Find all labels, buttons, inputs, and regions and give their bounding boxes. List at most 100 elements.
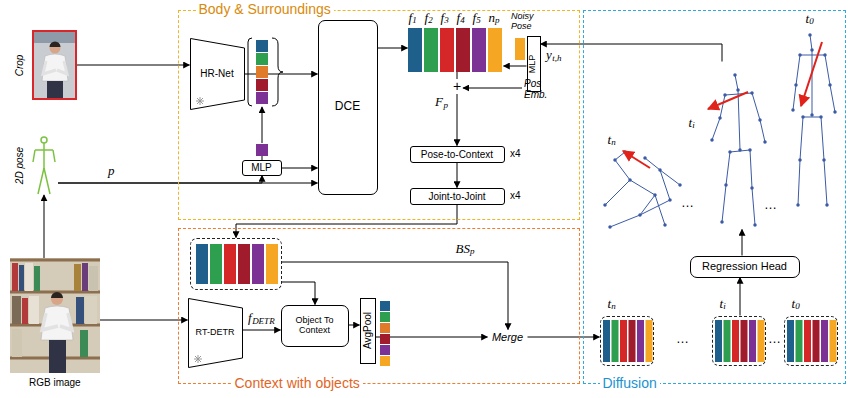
- token: [472, 28, 486, 72]
- node-label: n: [489, 11, 496, 25]
- annotation-label: t,h: [552, 54, 561, 64]
- connector: [740, 278, 741, 316]
- connector: [378, 48, 408, 49]
- node-label: 3: [444, 16, 449, 26]
- pose-skeleton: t0: [780, 26, 840, 210]
- book: [85, 296, 97, 324]
- bracket: [272, 38, 283, 106]
- annotation-label: …: [764, 198, 777, 212]
- token: [732, 320, 739, 362]
- token: [715, 320, 722, 362]
- annotation-label: f: [248, 311, 252, 325]
- pose-head: [41, 137, 47, 143]
- connector: [77, 65, 190, 66]
- token: [813, 320, 820, 362]
- pose-2d: 2D pose: [30, 135, 58, 195]
- token: [637, 320, 644, 362]
- node-label: MLP: [251, 162, 272, 173]
- rotation-arrow: [801, 42, 822, 106]
- feature-token: [256, 144, 268, 156]
- region-panel: Body & SurroundingsHR-NetMLPDCEf1f2f3f4f…: [178, 10, 580, 220]
- person-hair: [51, 292, 63, 298]
- book: [80, 330, 88, 357]
- skeleton-joints: [712, 75, 765, 225]
- node-label: BS: [456, 242, 470, 256]
- node-label: t: [689, 116, 693, 130]
- node-label: f: [425, 11, 429, 25]
- person-hair: [50, 42, 61, 47]
- token: [749, 320, 756, 362]
- connector: [376, 337, 488, 338]
- region-panel: Diffusiontntit0Regression Headtntit0: [583, 10, 846, 384]
- node-label: i: [723, 302, 726, 312]
- process-box: MLP: [242, 160, 282, 176]
- node-label: Merge: [492, 331, 523, 343]
- annotation-label: Pos Emb.: [524, 78, 556, 100]
- node-label: n: [611, 138, 616, 148]
- token: [456, 28, 470, 72]
- node-label: Pose-to-Context: [421, 149, 493, 160]
- connector: [282, 282, 316, 305]
- input-image: RGB image: [10, 258, 100, 373]
- node-label: p: [495, 16, 500, 26]
- token: [196, 244, 208, 284]
- annotation-label: …: [676, 332, 689, 346]
- book: [89, 266, 98, 291]
- connector: [457, 163, 458, 188]
- process-box: Object To Context: [281, 305, 349, 347]
- annotation-label: +: [452, 79, 462, 94]
- token: [787, 320, 794, 362]
- book: [12, 296, 21, 324]
- token: [629, 320, 636, 362]
- token: [380, 334, 390, 344]
- token-row: f1f2f3f4f5np: [408, 28, 504, 72]
- skeleton: [793, 35, 835, 205]
- book: [74, 264, 81, 291]
- node-label: Crop: [14, 54, 25, 76]
- encoder-block: HR-Net: [190, 38, 245, 110]
- edge-label: p: [108, 164, 115, 178]
- photo-background: [32, 30, 77, 100]
- image-crop: Crop: [32, 30, 77, 100]
- person-head: [51, 293, 63, 305]
- skeleton: [712, 75, 765, 225]
- connector: [236, 205, 457, 238]
- connector: [243, 330, 281, 331]
- detector-block: RT-DETR: [188, 298, 243, 368]
- feature-token: [256, 40, 268, 52]
- token: [830, 320, 837, 362]
- node-label: Joint-to-Joint: [428, 191, 485, 202]
- rotation-arrow: [623, 151, 650, 168]
- book: [29, 296, 39, 324]
- token: [724, 320, 731, 362]
- annotation-label: Noisy Pose: [511, 12, 549, 32]
- person-arms: [42, 313, 72, 330]
- connector: [742, 230, 743, 256]
- annotation-label: x4: [510, 148, 521, 159]
- connector: [349, 325, 360, 326]
- annotation-label: F: [435, 95, 443, 109]
- node-label: 5: [476, 16, 481, 26]
- process-box: Joint-to-Joint: [410, 188, 505, 205]
- token: [380, 345, 390, 355]
- rotation-arrow: [708, 92, 748, 109]
- node-label: HR-Net: [200, 68, 233, 79]
- connector: [541, 44, 723, 62]
- connector: [58, 176, 262, 184]
- node-label: Object To Context: [282, 316, 348, 336]
- token: [440, 28, 454, 72]
- merge-point: Merge: [488, 330, 528, 345]
- book: [25, 263, 33, 291]
- node-label: n: [611, 302, 616, 312]
- connector: [504, 66, 527, 67]
- book: [12, 329, 22, 357]
- pooling-box: AvgPool: [360, 298, 376, 364]
- token: [488, 28, 502, 72]
- node-label: 0: [795, 302, 800, 312]
- token: [380, 312, 390, 322]
- annotation-label: p: [443, 101, 448, 111]
- token: [646, 320, 653, 362]
- node-label: t: [608, 297, 612, 311]
- feature-token: [256, 66, 268, 78]
- annotation-label: DETR: [252, 317, 275, 327]
